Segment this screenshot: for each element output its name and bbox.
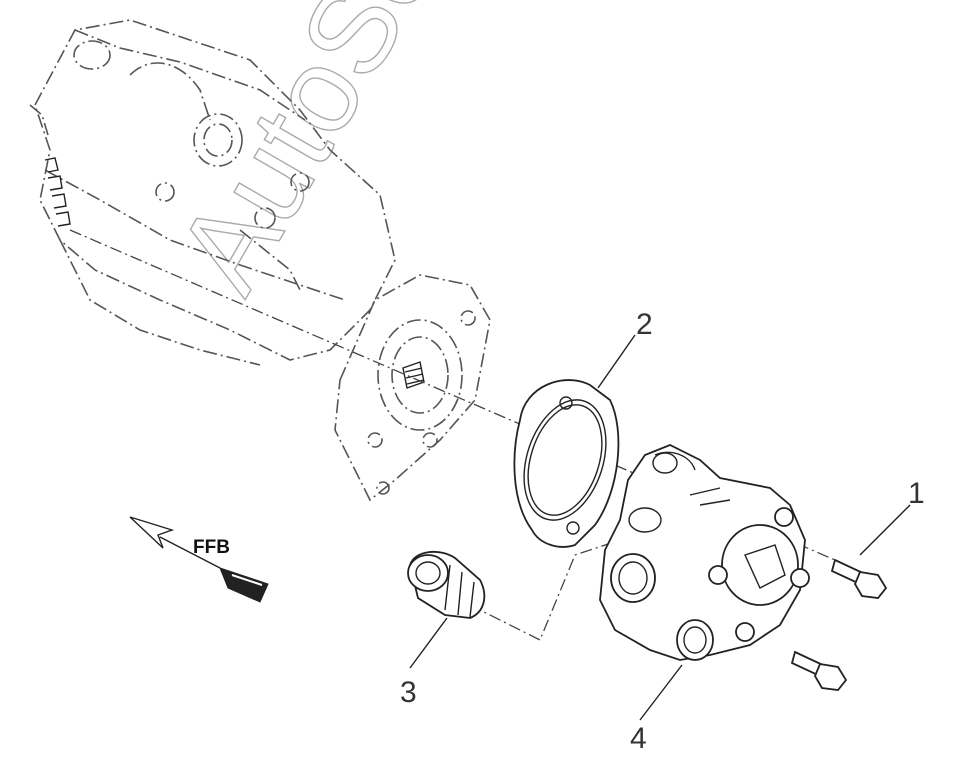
assembly-centerline (69, 229, 836, 561)
bolt-lower-part-1 (790, 650, 848, 691)
fitting-axis-line (469, 539, 621, 641)
arrow-head-icon (129, 516, 175, 549)
leader-line-3 (409, 617, 448, 669)
leader-line-1 (859, 504, 911, 556)
callout-3: 3 (400, 676, 417, 709)
callout-1: 1 (908, 477, 925, 510)
fitting-part-3 (407, 550, 486, 619)
leader-line-4 (639, 664, 683, 721)
mounting-flange-phantom (334, 274, 491, 502)
leader-line-2 (597, 334, 636, 389)
callout-2: 2 (636, 308, 653, 341)
callout-4: 4 (630, 722, 647, 755)
gasket-part-2 (513, 379, 620, 548)
pump-body-part-4 (599, 444, 810, 661)
bolt-upper-part-1 (830, 558, 888, 599)
arrow-tail-icon (219, 567, 269, 603)
direction-label: FFB (193, 537, 230, 558)
direction-arrow (129, 516, 269, 603)
watermark: AutoSoft (151, 0, 497, 313)
engine-housing-phantom (29, 19, 396, 366)
